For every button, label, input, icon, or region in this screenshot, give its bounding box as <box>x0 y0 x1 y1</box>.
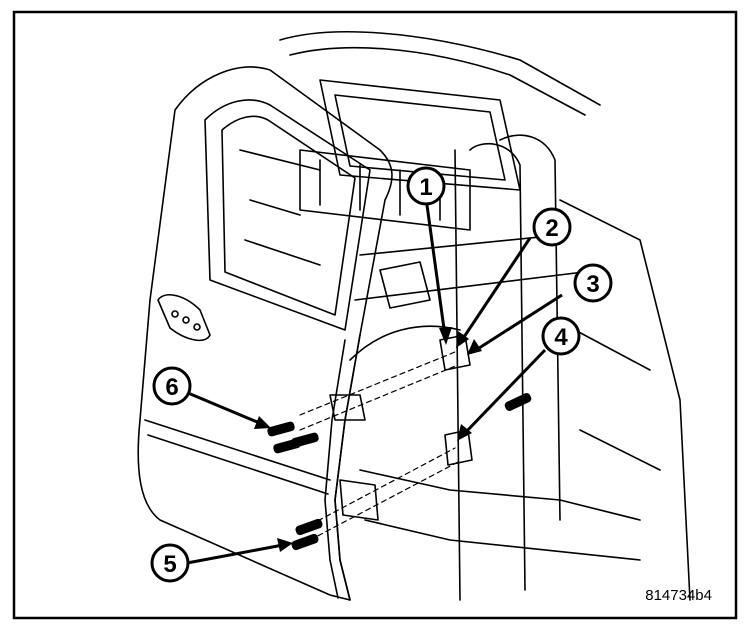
arrow-2 <box>460 237 532 341</box>
callout-1: 1 <box>406 166 446 206</box>
callout-1-number: 1 <box>419 174 432 201</box>
lower-alignment-line-2 <box>309 461 459 541</box>
callout-4-number: 4 <box>554 324 568 351</box>
door-hinge-edge <box>334 334 361 601</box>
lower-alignment-line-1 <box>309 447 456 526</box>
arrow-1 <box>425 204 447 337</box>
door-handle <box>157 294 211 342</box>
floor-line-1 <box>359 234 561 256</box>
b-pillar-front <box>499 134 561 521</box>
b-pillar-edge <box>454 149 461 601</box>
cab-roof-line <box>279 31 601 106</box>
callout-5: 5 <box>150 543 190 583</box>
body-side-bolt <box>504 393 532 411</box>
door-hinge-edge-inner <box>324 339 346 599</box>
callout-2: 2 <box>532 207 572 247</box>
door-body-line-2 <box>147 434 329 495</box>
arrow-4 <box>462 348 547 436</box>
door-glass-reflection <box>239 149 321 266</box>
seat-back-detail <box>319 159 441 221</box>
callout-3: 3 <box>573 263 613 303</box>
rear-body-detail <box>574 329 661 471</box>
door-body-line <box>144 419 331 481</box>
upper-hinge-bolts <box>267 421 319 454</box>
upper-hinge-body-half <box>439 334 471 371</box>
callout-arrows <box>186 204 563 565</box>
arrow-6 <box>187 391 263 426</box>
arrowhead-1 <box>439 327 452 345</box>
seat-back <box>299 149 471 231</box>
arrowhead-4 <box>457 424 472 441</box>
door-window-frame <box>204 99 371 331</box>
lower-hinge-door-half <box>339 479 379 521</box>
rear-body-panel <box>559 199 691 601</box>
cab-roof-inner <box>289 46 586 116</box>
arrow-3 <box>475 293 563 352</box>
door-window-inner <box>221 115 356 316</box>
callout-5-number: 5 <box>163 551 176 578</box>
arrow-5 <box>186 543 284 565</box>
upper-alignment-line-1 <box>299 351 456 416</box>
figure-id-label: 814734b4 <box>645 587 712 604</box>
callout-3-number: 3 <box>586 271 599 298</box>
handle-dot-2 <box>182 316 190 324</box>
callout-6: 6 <box>152 366 192 406</box>
handle-dot-1 <box>171 310 179 318</box>
vehicle-illustration <box>137 31 691 601</box>
callout-6-number: 6 <box>165 374 178 401</box>
callout-2-number: 2 <box>545 215 558 242</box>
arrowhead-5 <box>277 538 293 552</box>
rear-window-inner <box>334 94 506 181</box>
b-pillar-rear <box>469 143 526 591</box>
figure-border <box>12 10 738 620</box>
floor-line-2 <box>354 269 601 301</box>
rocker-panel-lower <box>364 519 641 561</box>
arrowhead-2 <box>456 331 469 348</box>
floor-pan <box>379 261 431 309</box>
arrowhead-3 <box>467 339 482 355</box>
lower-hinge-bolts <box>291 518 323 551</box>
door-outer-skin <box>137 66 393 601</box>
arrowhead-6 <box>254 416 271 429</box>
handle-dot-3 <box>193 323 201 331</box>
rocker-panel <box>359 469 641 521</box>
upper-alignment-line-2 <box>299 364 459 431</box>
callout-4: 4 <box>541 316 581 356</box>
